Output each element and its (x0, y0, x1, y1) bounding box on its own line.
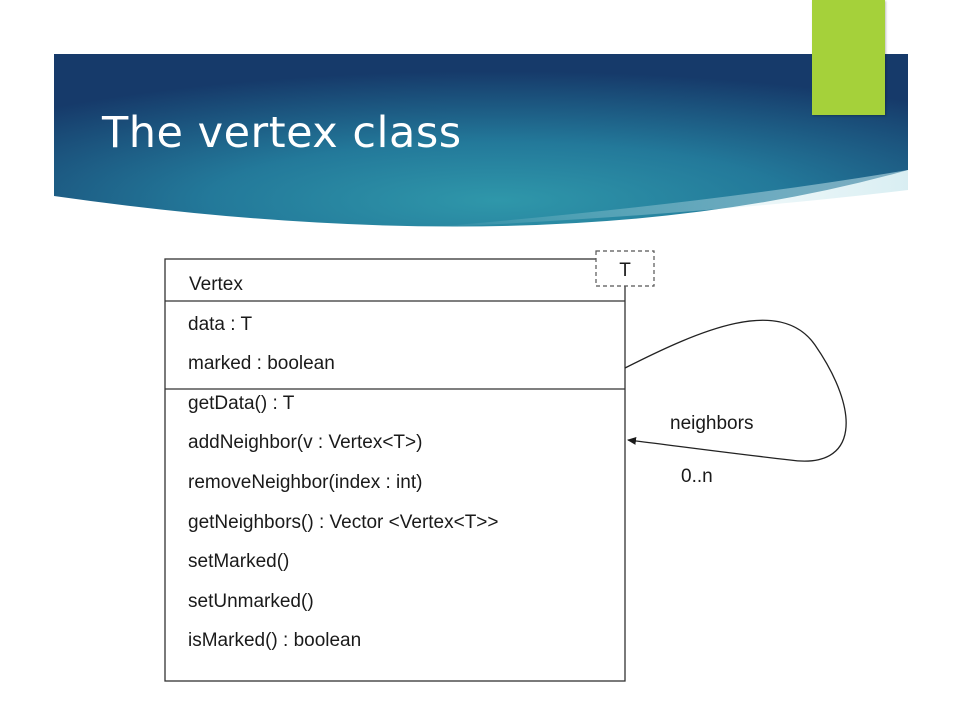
association-role: neighbors (670, 413, 753, 434)
method-add-neighbor: addNeighbor(v : Vertex<T>) (188, 432, 422, 453)
method-set-unmarked: setUnmarked() (188, 591, 314, 612)
method-get-data: getData() : T (188, 393, 295, 414)
attribute-data: data : T (188, 314, 252, 335)
method-remove-neighbor: removeNeighbor(index : int) (188, 472, 422, 493)
slide-title: The vertex class (102, 108, 462, 158)
class-box (164, 258, 626, 682)
attribute-marked: marked : boolean (188, 353, 335, 374)
type-parameter-box (595, 250, 655, 287)
self-association-arrow (624, 319, 847, 462)
method-set-marked: setMarked() (188, 551, 289, 572)
method-is-marked: isMarked() : boolean (188, 630, 361, 651)
class-name: Vertex (189, 274, 243, 295)
type-parameter: T (619, 260, 631, 281)
method-get-neighbors: getNeighbors() : Vector <Vertex<T>> (188, 512, 499, 533)
title-banner (54, 54, 908, 228)
association-multiplicity: 0..n (681, 466, 713, 487)
accent-tab (812, 0, 885, 115)
